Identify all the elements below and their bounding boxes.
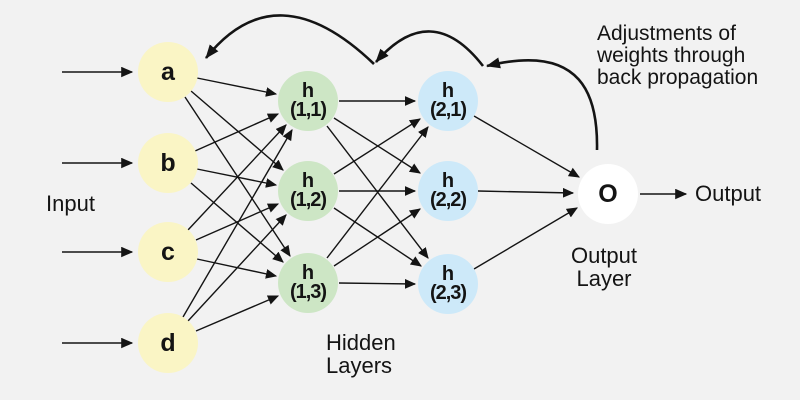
node-hidden-1-1: h (1,1): [278, 71, 338, 131]
node-label: c: [161, 237, 175, 266]
node-input-c: c: [138, 222, 198, 282]
edges-hidden1-hidden2: [326, 96, 429, 289]
node-sublabel: (2,2): [429, 189, 467, 211]
node-input-d: d: [138, 313, 198, 373]
node-label: h: [441, 263, 455, 285]
output-layer-label-line2: Layer: [576, 266, 632, 291]
node-sublabel: (2,1): [429, 99, 467, 121]
node-sublabel: (2,3): [429, 282, 467, 304]
node-input-a: a: [138, 42, 198, 102]
hidden-layers-label-line1: Hidden: [326, 330, 396, 355]
node-input-b: b: [138, 133, 198, 193]
node-label: h: [301, 80, 315, 102]
backprop-annotation: Adjustments of weights through back prop…: [597, 23, 758, 89]
node-hidden-1-3: h (1,3): [278, 253, 338, 313]
node-sublabel: (1,1): [289, 99, 327, 121]
node-hidden-2-2: h (2,2): [418, 161, 478, 221]
edges-hidden2-output: [473, 115, 580, 270]
input-arrows: [62, 66, 134, 349]
node-label: b: [160, 148, 176, 177]
backprop-annotation-line1: Adjustments of: [597, 22, 736, 45]
node-hidden-2-3: h (2,3): [418, 254, 478, 314]
node-sublabel: (1,2): [289, 189, 327, 211]
node-label: O: [598, 179, 618, 208]
node-label: h: [301, 262, 315, 284]
node-label: h: [301, 170, 315, 192]
output-layer-label: Output Layer: [554, 244, 654, 290]
node-output-o: O: [578, 164, 638, 224]
node-hidden-1-2: h (1,2): [278, 161, 338, 221]
node-label: h: [441, 170, 455, 192]
hidden-layers-label-line2: Layers: [326, 353, 393, 378]
node-label: a: [161, 57, 175, 86]
node-hidden-2-1: h (2,1): [418, 71, 478, 131]
output-label: Output: [695, 181, 762, 206]
backprop-annotation-line3: back propagation: [597, 66, 759, 89]
node-label: d: [160, 328, 176, 357]
edges-input-hidden1: [182, 77, 293, 332]
hidden-layers-label: Hidden Layers: [326, 331, 396, 377]
input-layer-label: Input: [46, 191, 95, 216]
backprop-annotation-line2: weights through: [597, 44, 746, 67]
backprop-arcs: [204, 14, 599, 151]
node-label: h: [441, 80, 455, 102]
node-sublabel: (1,3): [289, 281, 327, 303]
output-layer-label-line1: Output: [570, 243, 638, 268]
